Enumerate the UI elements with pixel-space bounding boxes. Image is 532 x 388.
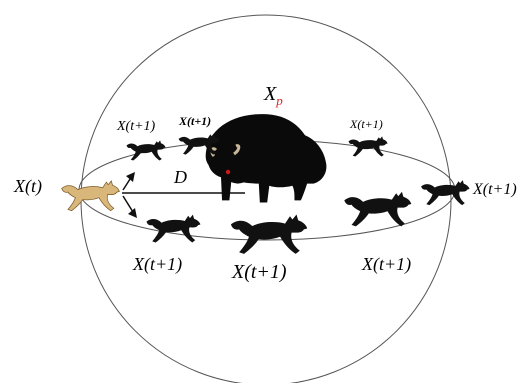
next-top-center-label: X(t+1) — [178, 114, 211, 128]
arrow-down-head — [128, 208, 137, 218]
wolf-silhouette-icon — [126, 140, 166, 161]
wolf-silhouette-icon — [348, 136, 388, 157]
next-right-label: X(t+1) — [472, 181, 517, 198]
next-top-right-label: X(t+1) — [349, 117, 383, 131]
arrow-up-head — [126, 172, 135, 182]
bison-eye — [225, 169, 231, 175]
bison-icon — [205, 114, 327, 203]
next-bottom-right-label: X(t+1) — [361, 254, 411, 275]
next-bottom-center-label: X(t+1) — [231, 261, 287, 283]
next-top-left-label: X(t+1) — [116, 119, 156, 134]
wolf-silhouette-icon — [344, 191, 412, 227]
wolf-silhouette-icon — [146, 214, 201, 243]
wolf-silhouette-icon — [421, 180, 470, 206]
current-position-label: X(t) — [13, 176, 42, 197]
wolf-tan-icon — [61, 180, 120, 212]
prey-subscript: p — [275, 93, 283, 108]
wolf-silhouette-icon — [230, 214, 308, 254]
bison-horn-right — [233, 144, 241, 156]
arrow-down — [122, 195, 134, 213]
distance-label: D — [173, 167, 187, 187]
next-bottom-left-label: X(t+1) — [132, 254, 182, 275]
prey-label: Xp — [263, 83, 283, 108]
